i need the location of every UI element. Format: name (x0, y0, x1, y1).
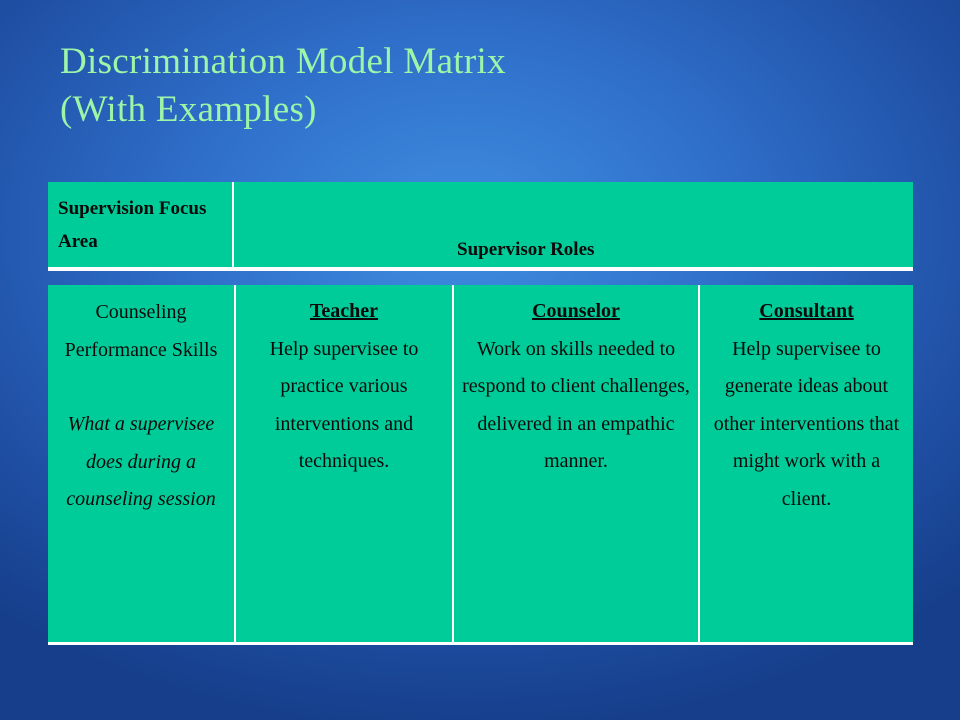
matrix-table: Counseling Performance Skills What a sup… (48, 285, 913, 645)
header-supervisor-roles: Supervisor Roles (234, 182, 913, 267)
counselor-role-name: Counselor (532, 300, 620, 322)
teacher-role-description: Help supervisee to practice various inte… (269, 337, 419, 473)
focus-area-cell: Counseling Performance Skills What a sup… (48, 285, 234, 642)
header-table: Supervision Focus Area Supervisor Roles (48, 182, 913, 271)
focus-area-description: What a supervisee does during a counseli… (66, 413, 216, 510)
slide-title: Discrimination Model Matrix (With Exampl… (60, 38, 506, 134)
consultant-cell: Consultant Help supervisee to generate i… (698, 285, 913, 642)
focus-area-name: Counseling Performance Skills (64, 301, 218, 361)
teacher-cell: Teacher Help supervisee to practice vari… (234, 285, 452, 642)
header-focus-area: Supervision Focus Area (48, 182, 234, 267)
slide-title-line-2: (With Examples) (60, 89, 317, 130)
counselor-cell: Counselor Work on skills needed to respo… (452, 285, 698, 642)
teacher-role-name: Teacher (309, 300, 379, 322)
consultant-role-name: Consultant (759, 300, 854, 322)
header-supervisor-roles-label: Supervisor Roles (457, 239, 595, 260)
slide-title-line-1: Discrimination Model Matrix (60, 41, 506, 82)
consultant-role-description: Help supervisee to generate ideas about … (713, 337, 900, 510)
counselor-role-description: Work on skills needed to respond to clie… (462, 337, 690, 473)
